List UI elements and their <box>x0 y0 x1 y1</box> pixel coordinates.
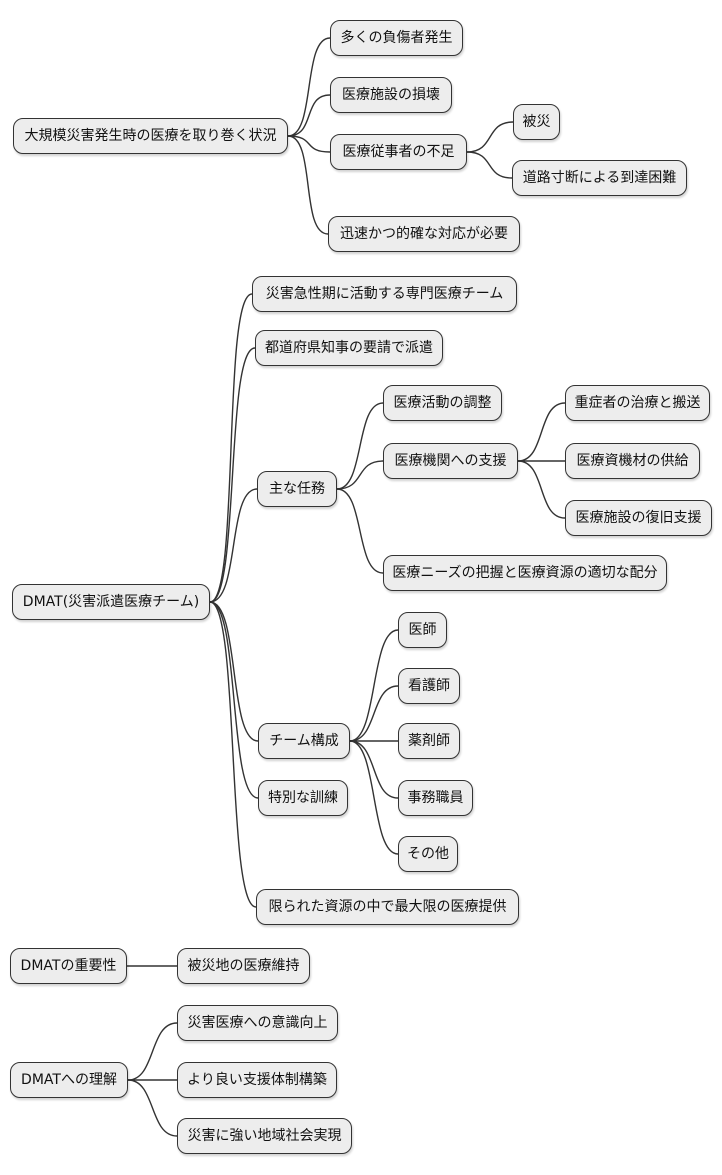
edge-dmat-to-governor-dispatch <box>209 347 256 603</box>
edge-dmat-to-team-composition <box>209 601 259 742</box>
node-supply-equipment: 医療資機材の供給 <box>565 443 700 479</box>
edge-situation-to-facility-damage <box>287 94 331 137</box>
node-awareness-improvement: 災害医療への意識向上 <box>177 1005 338 1041</box>
node-affected-by-disaster: 被災 <box>513 104 560 140</box>
edge-duties-to-hospital-support <box>336 460 384 490</box>
edge-composition-to-others <box>349 740 399 855</box>
node-hospital-support: 医療機関への支援 <box>383 443 518 479</box>
edge-dmat-to-special-training <box>209 601 259 799</box>
node-staff-shortage: 医療従事者の不足 <box>330 134 467 170</box>
edge-dmat-to-max-care <box>209 601 257 908</box>
node-others: その他 <box>398 836 458 872</box>
node-dmat: DMAT(災害派遣医療チーム) <box>12 584 210 620</box>
node-acute-phase-team: 災害急性期に活動する専門医療チーム <box>252 276 517 312</box>
node-nurse: 看護師 <box>398 668 460 704</box>
node-dmat-importance: DMATの重要性 <box>10 948 127 984</box>
node-pharmacist: 薬剤師 <box>398 723 460 759</box>
node-governor-dispatch: 都道府県知事の要請で派遣 <box>255 330 443 366</box>
node-maintain-local-healthcare: 被災地の医療維持 <box>177 948 310 984</box>
node-better-support-system: より良い支援体制構築 <box>177 1062 337 1098</box>
node-team-composition: チーム構成 <box>258 723 350 759</box>
edge-dmat-to-main-duties <box>209 488 258 603</box>
edge-composition-to-doctor <box>349 629 399 742</box>
node-road-cutoff: 道路寸断による到達困難 <box>512 160 687 196</box>
edge-duties-to-needs-assessment <box>336 488 384 574</box>
node-disaster-medical-situation: 大規模災害発生時の医療を取り巻く状況 <box>13 118 288 154</box>
node-needs-assessment: 医療ニーズの把握と医療資源の適切な配分 <box>383 555 667 591</box>
edge-duties-to-coordination <box>336 402 384 490</box>
edge-understanding-to-resilient-community <box>127 1079 178 1137</box>
edge-support-to-severe-patient-care <box>517 402 566 462</box>
edge-situation-to-staff-shortage <box>287 135 331 153</box>
node-facility-recovery: 医療施設の復旧支援 <box>565 500 712 536</box>
edge-dmat-to-acute-phase-team <box>209 293 253 603</box>
node-disaster-resilient-community: 災害に強い地域社会実現 <box>177 1118 352 1154</box>
node-medical-coordination: 医療活動の調整 <box>383 385 502 421</box>
edge-understanding-to-awareness <box>127 1022 178 1081</box>
edge-staff-shortage-to-affected <box>466 121 514 153</box>
node-main-duties: 主な任務 <box>257 471 337 507</box>
edge-composition-to-nurse <box>349 685 399 742</box>
node-rapid-response-needed: 迅速かつ的確な対応が必要 <box>328 216 520 252</box>
node-clerical-staff: 事務職員 <box>398 780 473 816</box>
edge-situation-to-rapid-response <box>287 135 329 235</box>
node-many-casualties: 多くの負傷者発生 <box>330 20 463 56</box>
edge-situation-to-many-casualties <box>287 37 331 137</box>
node-severe-patient-care: 重症者の治療と搬送 <box>565 385 710 421</box>
node-facility-damage: 医療施設の損壊 <box>330 77 452 113</box>
node-max-care-limited-resources: 限られた資源の中で最大限の医療提供 <box>256 889 519 925</box>
edge-composition-to-clerical-staff <box>349 740 399 799</box>
edge-support-to-facility-recovery <box>517 460 566 519</box>
node-dmat-understanding: DMATへの理解 <box>10 1062 128 1098</box>
node-special-training: 特別な訓練 <box>258 780 348 816</box>
edge-staff-shortage-to-road-cutoff <box>466 151 513 179</box>
node-doctor: 医師 <box>398 612 447 648</box>
